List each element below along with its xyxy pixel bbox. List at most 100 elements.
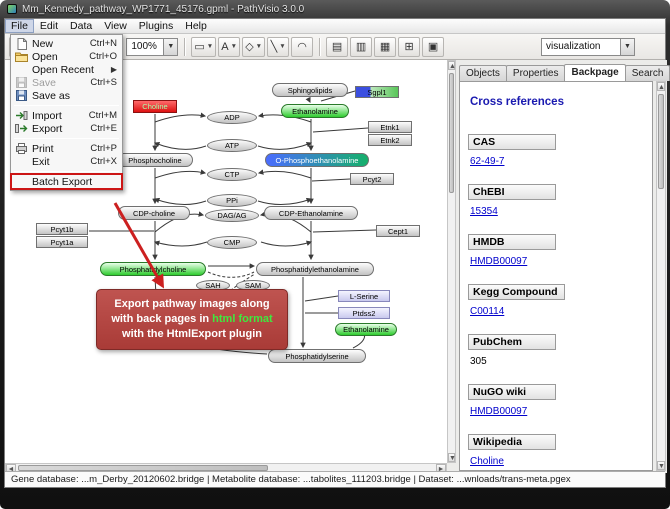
pathway-edge[interactable] bbox=[153, 142, 207, 150]
pathway-node-ctp[interactable]: CTP bbox=[207, 168, 257, 181]
menubar: File Edit Data View Plugins Help bbox=[5, 19, 665, 34]
line-tool-button[interactable]: ╲▼ bbox=[267, 36, 290, 57]
backpage-section-header: Kegg Compound bbox=[468, 284, 565, 300]
tab-backpage[interactable]: Backpage bbox=[564, 64, 626, 81]
scroll-down-icon[interactable]: ▼ bbox=[448, 453, 456, 462]
pathway-node-phosphatidylcholine[interactable]: Phosphatidylcholine bbox=[100, 262, 206, 276]
menubar-item-file[interactable]: File bbox=[5, 19, 34, 33]
pathway-node-phosphatidylethanolamine[interactable]: Phosphatidylethanolamine bbox=[256, 262, 374, 276]
shape-tool-button[interactable]: ◇▼ bbox=[242, 36, 266, 57]
pathway-edge[interactable] bbox=[257, 169, 312, 179]
pathway-edge[interactable] bbox=[154, 169, 207, 179]
pathway-node-pcyt1b[interactable]: Pcyt1b bbox=[36, 223, 88, 235]
pathway-edge[interactable] bbox=[312, 229, 377, 233]
menu-item-batch-export[interactable]: Batch Export bbox=[10, 173, 123, 190]
tab-search[interactable]: Search bbox=[624, 65, 670, 81]
menubar-item-plugins[interactable]: Plugins bbox=[138, 20, 174, 32]
tab-objects[interactable]: Objects bbox=[459, 65, 507, 81]
zoom-combobox[interactable]: 100% ▼ bbox=[126, 37, 179, 56]
submenu-arrow-icon: ▶ bbox=[110, 65, 117, 74]
pathway-edge[interactable] bbox=[305, 96, 311, 103]
menubar-item-view[interactable]: View bbox=[104, 20, 127, 32]
pathway-node-atp[interactable]: ATP bbox=[207, 139, 257, 152]
pathway-node-o-phosphoethanolamine[interactable]: O-Phosphoethanolamine bbox=[265, 153, 369, 167]
backpage-link[interactable]: Choline bbox=[470, 456, 504, 467]
menubar-item-edit[interactable]: Edit bbox=[39, 20, 59, 32]
menu-item-label: Batch Export bbox=[32, 175, 93, 188]
pathway-node-etnk1[interactable]: Etnk1 bbox=[368, 121, 412, 133]
pathway-node-cdp-ethanolamine[interactable]: CDP-Ethanolamine bbox=[264, 206, 358, 220]
pathway-node-pcyt1a[interactable]: Pcyt1a bbox=[36, 236, 88, 248]
pathway-node-cdp-choline[interactable]: CDP-choline bbox=[118, 206, 190, 220]
pathway-node-phosphatidylserine[interactable]: Phosphatidylserine bbox=[268, 349, 366, 363]
backpage-link[interactable]: HMDB00097 bbox=[470, 256, 528, 267]
scrollbar-thumb[interactable] bbox=[18, 465, 268, 471]
backpage-link[interactable]: HMDB00097 bbox=[470, 406, 528, 417]
backpage-link[interactable]: C00114 bbox=[470, 306, 505, 317]
datanode-tool-button[interactable]: ▭▼ bbox=[191, 36, 217, 57]
pathway-node-cept1[interactable]: Cept1 bbox=[376, 225, 420, 237]
pathway-node-choline[interactable]: Choline bbox=[133, 100, 177, 113]
arc-tool-button[interactable]: ◠ bbox=[291, 36, 314, 57]
backpage-link[interactable]: 62-49-7 bbox=[470, 156, 505, 167]
scrollbar-thumb[interactable] bbox=[449, 73, 454, 193]
pathway-node-dag-ag[interactable]: DAG/AG bbox=[205, 209, 259, 222]
scrollbar-thumb[interactable] bbox=[658, 94, 664, 189]
label-tool-button[interactable]: A▼ bbox=[218, 36, 241, 57]
group-button[interactable]: ⊞ bbox=[398, 36, 421, 57]
pathway-edge[interactable] bbox=[257, 142, 313, 150]
chevron-down-icon[interactable]: ▼ bbox=[163, 38, 178, 55]
menu-item-open-recent[interactable]: Open Recent▶ bbox=[12, 63, 121, 76]
pathway-node-sgpl1[interactable]: Sgpl1 bbox=[355, 86, 399, 98]
pathway-node-phosphocholine[interactable]: Phosphocholine bbox=[117, 153, 193, 167]
align-middle-button[interactable]: ▥ bbox=[350, 36, 373, 57]
pathway-node-ppi[interactable]: PPi bbox=[207, 194, 257, 207]
menu-item-save-as[interactable]: Save as bbox=[12, 89, 121, 102]
pathway-node-ethanolamine[interactable]: Ethanolamine bbox=[281, 104, 349, 118]
panel-vertical-scrollbar[interactable]: ▲ ▼ bbox=[656, 81, 666, 471]
visualization-combobox[interactable]: visualization ▼ bbox=[541, 37, 635, 56]
pathway-node-cmp[interactable]: CMP bbox=[207, 236, 257, 249]
canvas-vertical-scrollbar[interactable]: ▲ ▼ bbox=[447, 60, 456, 463]
pathway-edge[interactable] bbox=[257, 197, 313, 205]
node-label: Ethanolamine bbox=[292, 106, 338, 116]
menubar-item-help[interactable]: Help bbox=[185, 20, 207, 32]
pathway-edge[interactable] bbox=[304, 295, 339, 302]
menu-item-shortcut: Ctrl+N bbox=[89, 38, 117, 49]
scroll-up-icon[interactable]: ▲ bbox=[657, 82, 665, 91]
layout-button[interactable]: ▣ bbox=[422, 36, 445, 57]
pathway-node-pcyt2[interactable]: Pcyt2 bbox=[350, 173, 394, 185]
pathway-node-ptdss2[interactable]: Ptdss2 bbox=[338, 307, 390, 319]
backpage-link[interactable]: 15354 bbox=[470, 206, 498, 217]
titlebar[interactable]: Mm_Kennedy_pathway_WP1771_45176.gpml - P… bbox=[0, 0, 670, 18]
chevron-down-icon: ▼ bbox=[255, 43, 263, 50]
pathway-node-l-serine[interactable]: L-Serine bbox=[338, 290, 390, 302]
pathway-edge[interactable] bbox=[153, 197, 207, 205]
page-icon bbox=[14, 37, 29, 50]
stack-button[interactable]: ▦ bbox=[374, 36, 397, 57]
scroll-up-icon[interactable]: ▲ bbox=[448, 61, 456, 70]
align-center-button[interactable]: ▤ bbox=[326, 36, 349, 57]
pathway-node-sphingolipids[interactable]: Sphingolipids bbox=[272, 83, 348, 97]
pathway-edge[interactable] bbox=[312, 127, 369, 133]
pathway-node-etnk2[interactable]: Etnk2 bbox=[368, 134, 412, 146]
chevron-down-icon[interactable]: ▼ bbox=[620, 38, 634, 55]
menu-item-shortcut: Ctrl+E bbox=[90, 123, 117, 134]
pathway-node-ethanolamine[interactable]: Ethanolamine bbox=[335, 323, 397, 336]
pathway-node-adp[interactable]: ADP bbox=[207, 111, 257, 124]
menubar-item-data[interactable]: Data bbox=[70, 20, 93, 32]
pathway-edge[interactable] bbox=[311, 178, 351, 182]
pathway-edge[interactable] bbox=[154, 112, 207, 123]
pathway-edge[interactable] bbox=[260, 240, 313, 247]
scroll-down-icon[interactable]: ▼ bbox=[657, 461, 665, 470]
tab-properties[interactable]: Properties bbox=[505, 65, 566, 81]
